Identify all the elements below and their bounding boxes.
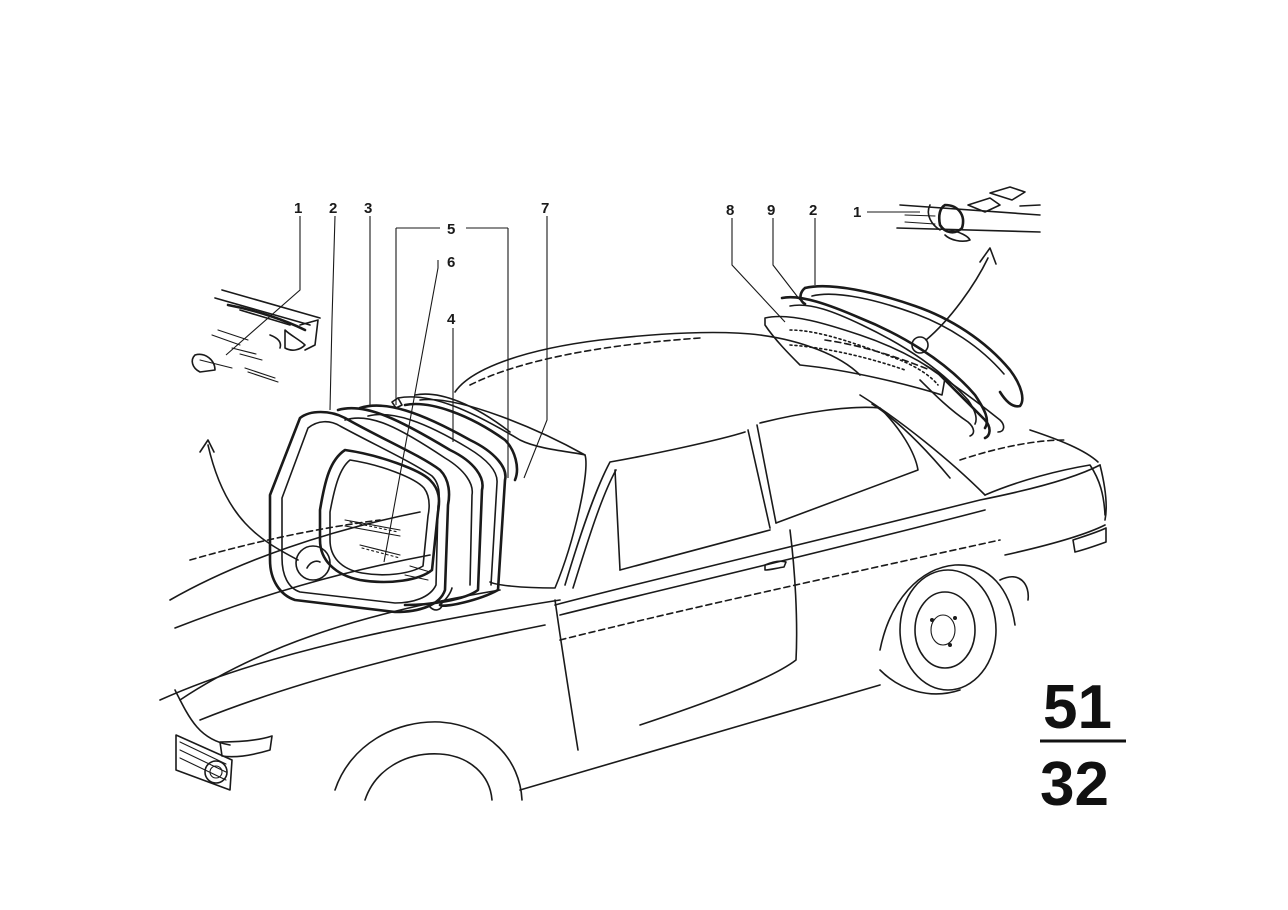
callout-7: 7 (541, 200, 549, 217)
callout-2-rear: 2 (809, 202, 817, 219)
windshield-assembly (199, 393, 587, 614)
rear-window-assembly (764, 247, 1024, 440)
callout-4: 4 (447, 311, 456, 328)
detail-circle-front (295, 545, 331, 581)
callout-5: 5 (447, 221, 455, 238)
callout-2-front: 2 (329, 200, 337, 217)
page-sub-number: 32 (1040, 750, 1109, 819)
seal-detail-front (191, 289, 321, 383)
page-number: 51 32 (1040, 673, 1126, 819)
callout-1-rear: 1 (853, 204, 861, 221)
rear-wheel (879, 564, 1016, 695)
car-body (159, 331, 1107, 801)
callouts: 1 2 3 5 6 4 7 8 9 2 1 (294, 200, 861, 328)
leader-lines (225, 211, 920, 563)
callout-1-front: 1 (294, 200, 302, 217)
grille (175, 734, 233, 791)
seal-detail-rear (896, 186, 1041, 242)
callout-3-front: 3 (364, 200, 372, 217)
callout-8: 8 (726, 202, 734, 219)
page-group-number: 51 (1043, 673, 1112, 742)
callout-6: 6 (447, 254, 455, 271)
callout-9: 9 (767, 202, 775, 219)
detail-circle-rear (911, 336, 929, 354)
